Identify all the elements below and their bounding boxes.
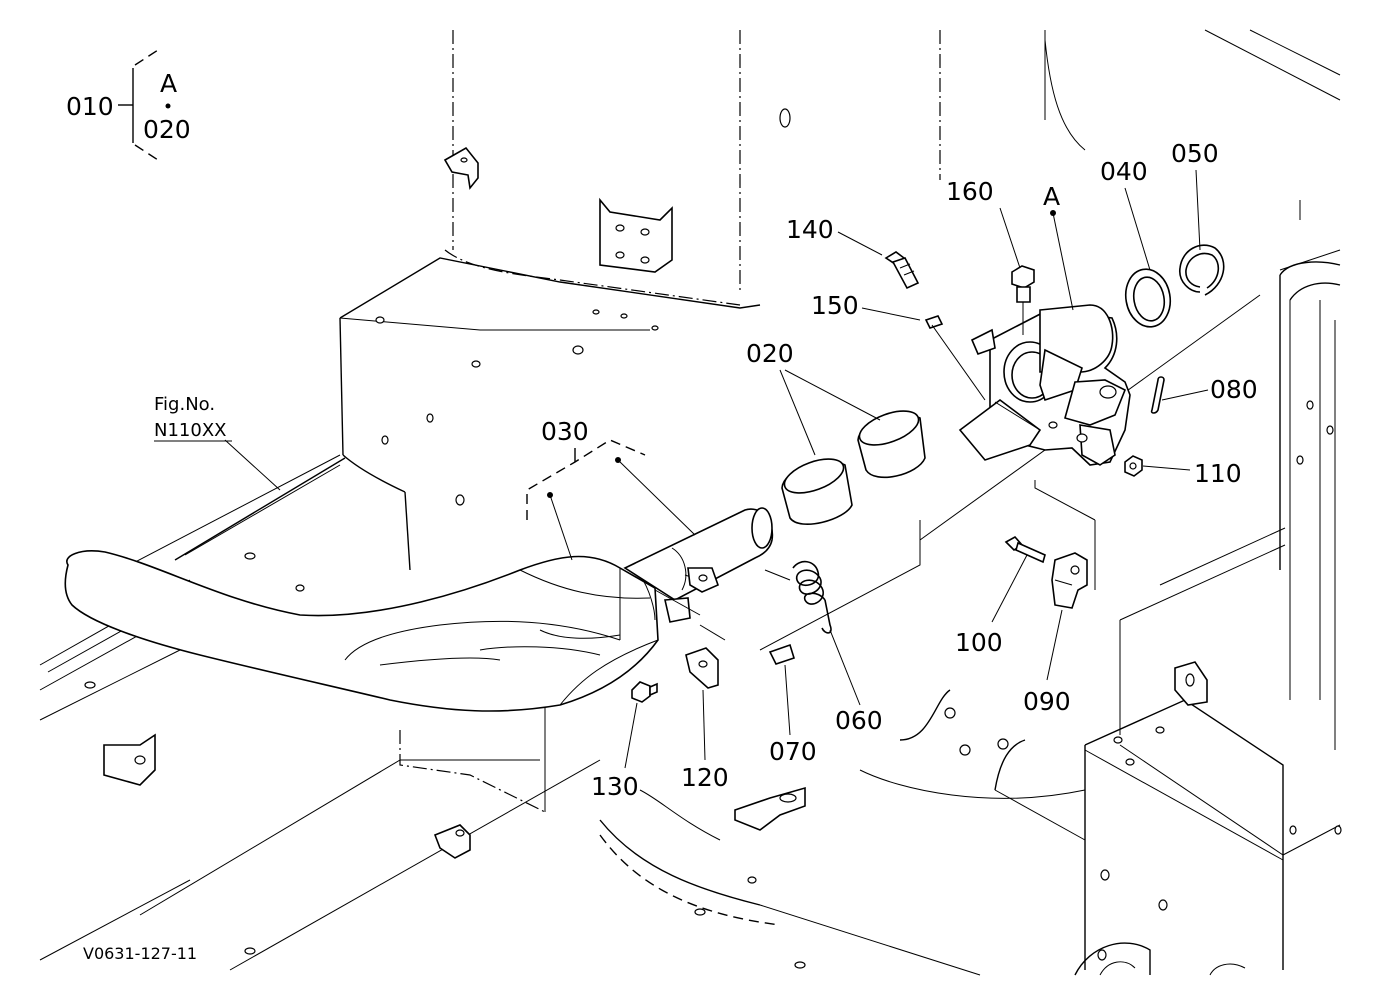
callout-110: 110 (1194, 459, 1242, 488)
callout-130: 130 (591, 772, 639, 801)
bushing-2 (857, 410, 926, 479)
pin (768, 643, 795, 665)
spring (792, 560, 832, 634)
callout-010: 010 (66, 92, 114, 121)
callout-160: 160 (946, 177, 994, 206)
pin-150 (924, 315, 944, 329)
lever-handle (64, 550, 659, 712)
snap-ring-1 (1124, 268, 1172, 328)
leader-lines (118, 49, 1209, 769)
callout-020: 020 (746, 339, 794, 368)
cotter-pin (1150, 376, 1165, 414)
fig-ref-line1: Fig.No. (154, 394, 215, 415)
bolt-long (1004, 535, 1046, 564)
marker-a-top: A (160, 69, 177, 98)
marker-dot (165, 103, 171, 109)
callout-040: 040 (1100, 157, 1148, 186)
callout-070: 070 (769, 737, 817, 766)
bracket-bottom-center (433, 824, 471, 859)
bracket-plate-top (599, 197, 673, 273)
callout-090: 090 (1023, 687, 1071, 716)
limit-switch (1051, 552, 1088, 609)
callout-030: 030 (541, 417, 589, 446)
marker-a-part: A (1043, 182, 1060, 211)
bolt-140 (884, 251, 920, 290)
callout-labels: 010 A 020 Fig.No. N110XX 030 020 140 150… (66, 69, 1258, 963)
hex-bolt-small (631, 681, 658, 703)
lever-shaft (623, 507, 774, 623)
callout-080: 080 (1210, 375, 1258, 404)
fig-ref-line2: N110XX (154, 420, 226, 441)
bracket-top-left (443, 146, 479, 190)
machine-background (39, 29, 1342, 976)
callout-060: 060 (835, 706, 883, 735)
callout-150: 150 (811, 291, 859, 320)
stop-plate (685, 647, 719, 689)
circlip (1179, 244, 1225, 296)
callout-050: 050 (1171, 139, 1219, 168)
drawing-code: V0631-127-11 (83, 944, 197, 963)
bracket-assembly (958, 304, 1131, 466)
bracket-floor (734, 786, 806, 831)
bracket-right (1174, 661, 1208, 706)
bracket-bottom-left (103, 733, 156, 786)
callout-100: 100 (955, 628, 1003, 657)
bushing-1 (781, 458, 853, 525)
bolt-160 (1011, 265, 1035, 303)
callout-140: 140 (786, 215, 834, 244)
hex-nut (1124, 455, 1143, 477)
callout-020-top: 020 (143, 115, 191, 144)
callout-120: 120 (681, 763, 729, 792)
